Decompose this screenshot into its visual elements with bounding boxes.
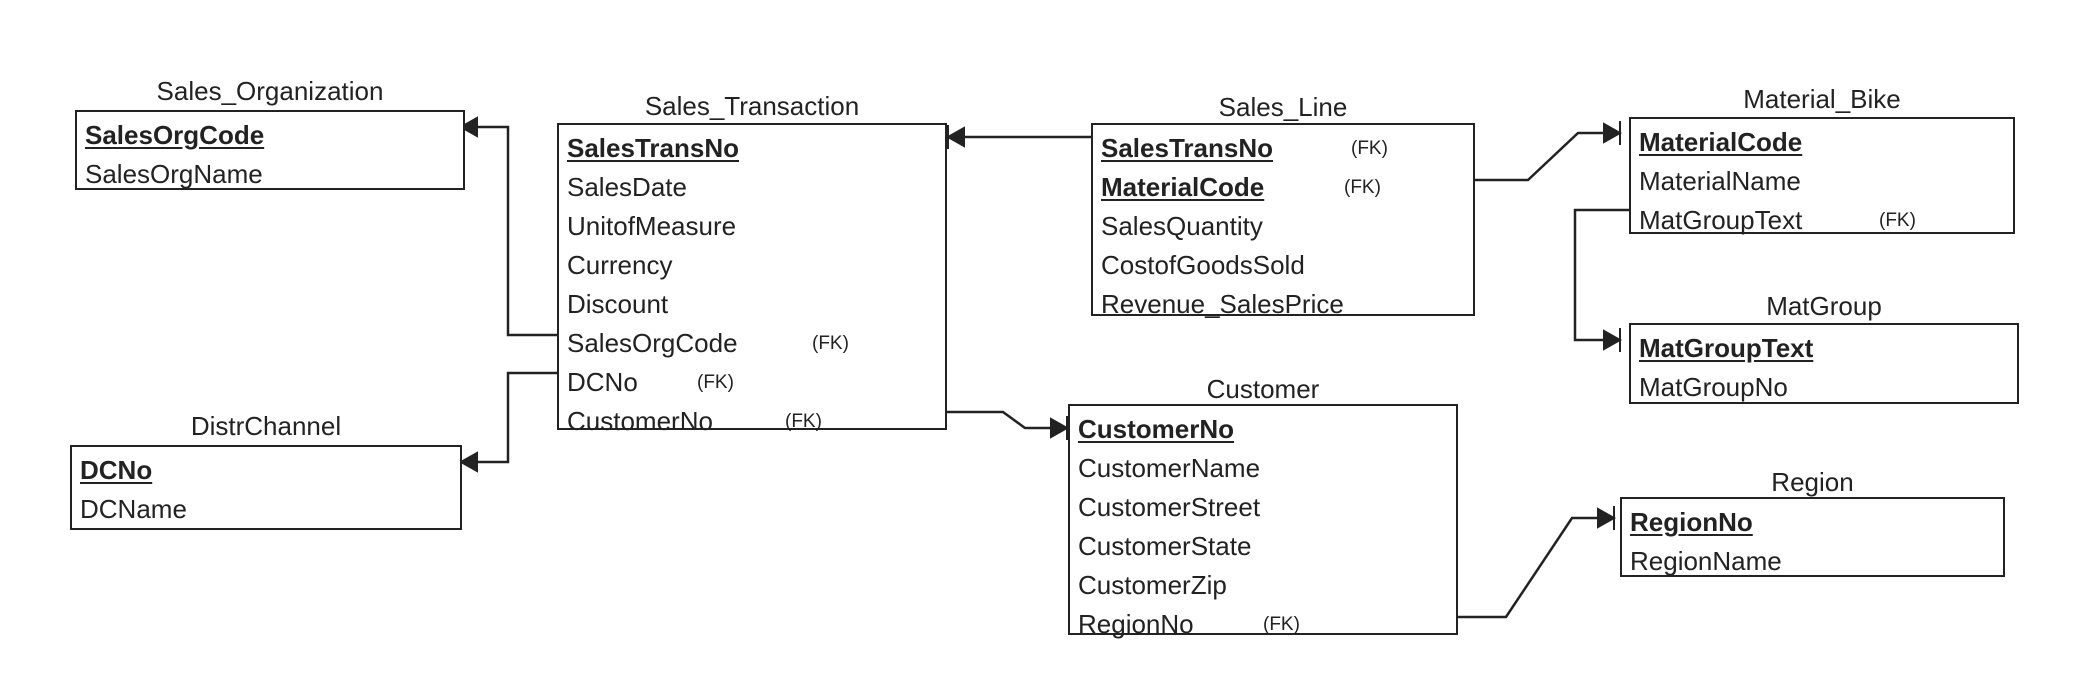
field-dcno-fk: DCNo (FK)	[567, 363, 937, 402]
arrowhead-material	[1603, 122, 1623, 144]
field-customerno-label: CustomerNo	[567, 406, 713, 436]
connector-salesorg	[463, 125, 557, 337]
entity-sales-line: SalesTransNo (FK) MaterialCode (FK) Sale…	[1091, 123, 1475, 319]
field-currency: Currency	[567, 250, 673, 280]
entity-title-sales-organization: Sales_Organization	[156, 76, 384, 106]
field-salesquantity: SalesQuantity	[1101, 211, 1263, 241]
connector-matgroup	[1573, 208, 1629, 342]
entity-sales-organization: SalesOrgCode SalesOrgName	[75, 110, 465, 190]
arrowhead-region	[1597, 507, 1617, 529]
entity-sales-transaction: SalesTransNo SalesDate UnitofMeasure Cur…	[557, 123, 947, 436]
field-salestransno-label: SalesTransNo	[1101, 133, 1273, 163]
field-unitofmeasure: UnitofMeasure	[567, 211, 737, 241]
connector-material	[1474, 131, 1618, 182]
field-materialcode-pkfk: MaterialCode (FK)	[1101, 168, 1465, 207]
field-customerno: CustomerNo	[1078, 414, 1235, 444]
field-customername: CustomerName	[1078, 453, 1261, 483]
connector-customer	[946, 410, 1065, 430]
entity-distrchannel: DCNo DCName	[70, 445, 462, 530]
entity-region: RegionNo RegionName	[1620, 497, 2005, 577]
field-regionno-fk: RegionNo (FK)	[1078, 605, 1448, 644]
field-revenue-salesprice: Revenue_SalesPrice	[1101, 289, 1344, 319]
entity-title-distrchannel: DistrChannel	[190, 411, 342, 441]
arrowhead-salesorg	[458, 116, 478, 138]
field-salesorgcode-fk: SalesOrgCode (FK)	[567, 324, 937, 363]
entity-title-matgroup: MatGroup	[1766, 291, 1882, 321]
entity-title-customer: Customer	[1206, 374, 1320, 404]
field-customerno-fk: CustomerNo (FK)	[567, 402, 937, 441]
entity-title-sales-transaction: Sales_Transaction	[644, 91, 860, 121]
field-materialcode-label: MaterialCode	[1101, 172, 1265, 202]
field-discount: Discount	[567, 289, 669, 319]
field-customerstreet: CustomerStreet	[1078, 492, 1261, 522]
field-matgrouptext: MatGroupText	[1639, 333, 1814, 363]
field-dcno: DCNo	[80, 455, 153, 485]
field-regionno: RegionNo	[1630, 507, 1753, 537]
field-customerstate: CustomerState	[1078, 531, 1252, 561]
connector-region	[1457, 516, 1612, 619]
field-materialname: MaterialName	[1639, 166, 1801, 196]
field-matgrouptext-fk: MatGroupText (FK)	[1639, 201, 2005, 240]
fk-tag: (FK)	[1263, 614, 1300, 635]
field-customerzip: CustomerZip	[1078, 570, 1227, 600]
field-materialcode: MaterialCode	[1639, 127, 1803, 157]
entity-customer: CustomerNo CustomerName CustomerStreet C…	[1068, 404, 1458, 639]
field-dcname: DCName	[80, 494, 187, 524]
entity-title-region: Region	[1771, 467, 1854, 497]
field-costofgoodssold: CostofGoodsSold	[1101, 250, 1305, 280]
arrowhead-dcno	[458, 451, 478, 473]
fk-tag: (FK)	[697, 372, 734, 393]
entity-matgroup: MatGroupText MatGroupNo	[1629, 323, 2019, 404]
field-salestransno: SalesTransNo	[567, 133, 739, 163]
arrowhead-matgroup	[1603, 329, 1623, 351]
fk-tag: (FK)	[812, 333, 849, 354]
arrowhead-customer	[1050, 417, 1070, 439]
connector-dcno	[463, 371, 557, 464]
field-salesorgcode-label: SalesOrgCode	[567, 328, 738, 358]
fk-tag: (FK)	[785, 411, 822, 432]
field-salestransno-pkfk: SalesTransNo (FK)	[1101, 129, 1465, 168]
entity-title-sales-line: Sales_Line	[1218, 92, 1348, 122]
field-salesorgcode: SalesOrgCode	[85, 120, 265, 150]
field-matgroupno: MatGroupNo	[1639, 372, 1788, 402]
field-salesdate: SalesDate	[567, 172, 687, 202]
field-regionname: RegionName	[1630, 546, 1782, 576]
field-regionno-label: RegionNo	[1078, 609, 1194, 639]
arrowhead-salestrans	[945, 126, 965, 148]
field-matgrouptext-label: MatGroupText	[1639, 205, 1803, 235]
field-salesorgname: SalesOrgName	[85, 159, 263, 189]
entity-title-material-bike: Material_Bike	[1743, 84, 1901, 114]
field-dcno-label: DCNo	[567, 367, 638, 397]
fk-tag: (FK)	[1344, 177, 1381, 198]
entity-material-bike: MaterialCode MaterialName MatGroupText (…	[1629, 117, 2015, 235]
fk-tag: (FK)	[1879, 210, 1916, 231]
fk-tag: (FK)	[1351, 138, 1388, 159]
